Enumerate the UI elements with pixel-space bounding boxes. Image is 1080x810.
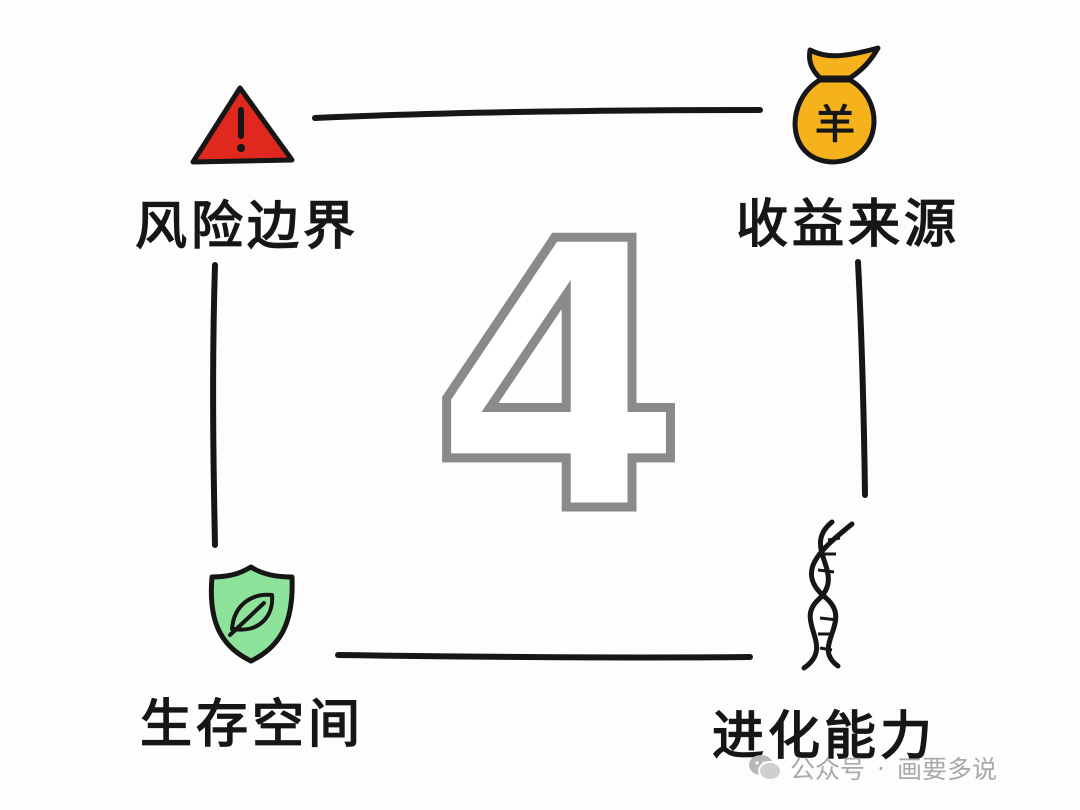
warning-triangle-icon [190, 85, 295, 165]
label-risk-boundary: 风险边界 [135, 197, 360, 257]
label-living-space: 生存空间 [140, 695, 365, 755]
wechat-icon [749, 755, 782, 781]
watermark: 公众号 · 画要多说 [748, 750, 997, 786]
right-edge-line [855, 259, 868, 498]
label-evolution-ability: 进化能力 [712, 707, 937, 767]
watermark-account: 画要多说 [896, 755, 997, 784]
label-income-source: 收益来源 [736, 195, 961, 255]
dna-helix-icon [801, 519, 855, 671]
watermark-separator: · [877, 753, 885, 783]
bottom-edge-line [335, 652, 753, 661]
money-bag-glyph: 羊 [815, 102, 855, 148]
leaf-shield-icon [208, 564, 295, 664]
watermark-platform: 公众号 [790, 755, 866, 784]
left-edge-line [210, 262, 218, 548]
center-number: 4 [426, 165, 692, 595]
top-edge-line [312, 107, 763, 121]
money-bag-icon: 羊 [792, 45, 881, 165]
